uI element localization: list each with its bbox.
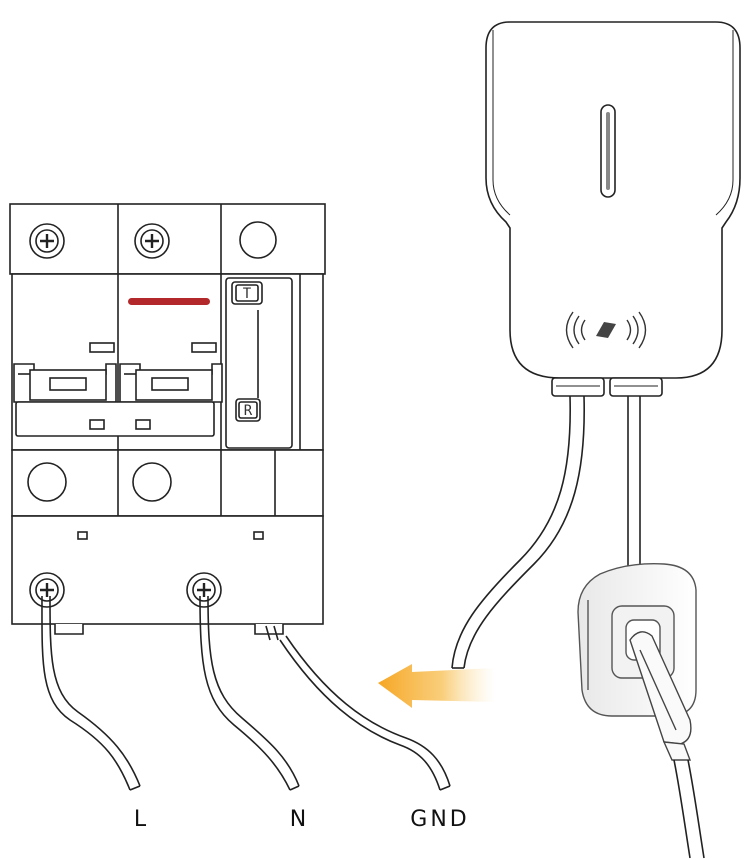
supply-cable xyxy=(451,395,586,669)
contactless-icon xyxy=(565,311,647,349)
ground-wire xyxy=(265,625,451,791)
test-button[interactable] xyxy=(231,281,263,305)
test-button-label: T xyxy=(243,286,252,302)
status-indicator-red xyxy=(128,298,210,305)
reset-button-label: R xyxy=(244,403,253,419)
label-neutral: N xyxy=(290,807,306,832)
charger-body xyxy=(485,21,741,379)
wall-charger xyxy=(485,21,741,397)
handle-bar[interactable] xyxy=(15,401,215,437)
label-live: L xyxy=(134,807,147,832)
neutral-wire xyxy=(199,595,300,791)
top-terminal-hole xyxy=(239,221,277,259)
label-ground: GND xyxy=(410,807,469,832)
toggle-lever-2[interactable] xyxy=(119,363,223,403)
cable-gland-left xyxy=(551,377,605,397)
lower-hole-2 xyxy=(132,462,172,502)
top-screw-2 xyxy=(134,223,170,259)
bottom-terminal-block xyxy=(11,515,324,625)
bottom-screw-N xyxy=(186,572,222,608)
charging-cable xyxy=(627,396,641,570)
live-wire xyxy=(41,595,141,791)
reset-button[interactable] xyxy=(235,398,261,422)
charging-connector xyxy=(629,631,692,761)
toggle-lever-1[interactable] xyxy=(13,363,117,403)
connector-cable xyxy=(673,759,705,859)
lower-hole-1 xyxy=(27,462,67,502)
bottom-screw-L xyxy=(29,572,65,608)
direction-arrow xyxy=(378,664,495,708)
circuit-breaker xyxy=(9,203,326,635)
top-screw-1 xyxy=(29,223,65,259)
cable-gland-right xyxy=(609,377,663,397)
